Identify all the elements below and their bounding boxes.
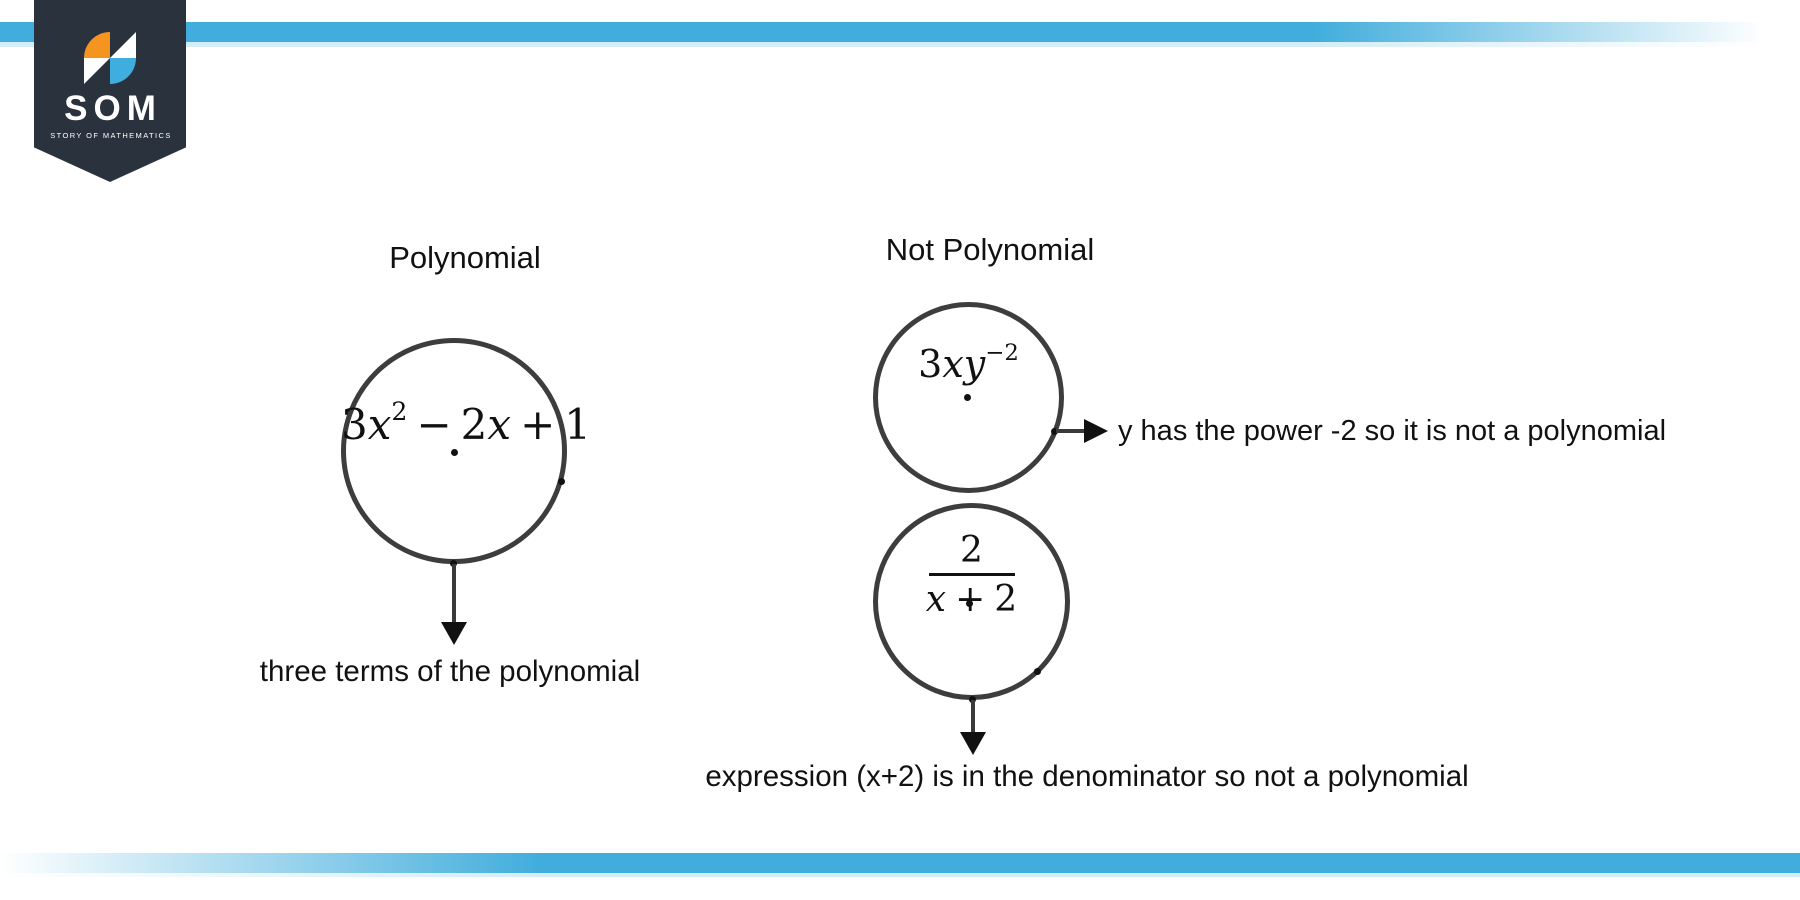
circle1-right-arrow-shaft bbox=[1056, 429, 1084, 433]
expr-var1: x bbox=[367, 400, 392, 449]
som-pinwheel-icon bbox=[84, 32, 136, 84]
fraction-den-const: 2 bbox=[994, 579, 1018, 621]
bottom-accent-bar-glow bbox=[0, 873, 1800, 877]
som-logo-tagline: STORY OF MATHEMATICS bbox=[50, 131, 172, 140]
polynomial-down-arrow-shaft bbox=[452, 564, 456, 622]
expr-power1: 2 bbox=[391, 397, 408, 427]
circle2-center-dot bbox=[966, 600, 973, 607]
not-polynomial-note-1: y has the power -2 so it is not a polyno… bbox=[1118, 415, 1667, 447]
fraction-bar bbox=[928, 573, 1015, 577]
circle2-edge-dot bbox=[1034, 668, 1041, 675]
bottom-accent-bar bbox=[0, 853, 1800, 873]
pinwheel-white-triangle-top bbox=[110, 32, 136, 58]
polynomial-arrow-start-dot bbox=[450, 560, 457, 567]
expr-plus: + bbox=[520, 400, 556, 449]
not-polynomial-expression-1: 3xy−2 bbox=[873, 339, 1064, 386]
circle1-edge-dot bbox=[1051, 428, 1058, 435]
pinwheel-blue-quarter bbox=[110, 58, 136, 84]
polynomial-heading: Polynomial bbox=[389, 240, 541, 275]
som-logo-badge: SOM STORY OF MATHEMATICS bbox=[34, 0, 186, 182]
expr-coef2: 2 bbox=[460, 400, 488, 449]
circle2-arrow-start-dot bbox=[969, 696, 976, 703]
fraction-den-op: + bbox=[946, 579, 994, 620]
not-polynomial-circle-1 bbox=[873, 302, 1064, 493]
expr1-vars: xy bbox=[942, 342, 986, 386]
not-polynomial-expression-2: 2 x+2 bbox=[873, 530, 1070, 622]
polynomial-circle-center-dot bbox=[451, 449, 458, 456]
fraction-denominator: x+2 bbox=[873, 578, 1070, 621]
pinwheel-orange-quarter bbox=[84, 32, 110, 58]
expr-var2: x bbox=[487, 400, 512, 449]
polynomial-down-arrowhead-icon bbox=[441, 622, 467, 645]
expr1-power: −2 bbox=[985, 339, 1019, 366]
som-logo-text: SOM bbox=[64, 89, 162, 128]
circle2-down-arrow-shaft bbox=[971, 700, 975, 732]
pinwheel-white-triangle-bottom bbox=[84, 58, 110, 84]
top-accent-bar bbox=[0, 22, 1800, 42]
top-accent-bar-glow bbox=[0, 42, 1800, 47]
polynomial-circle-edge-dot bbox=[558, 478, 565, 485]
polynomial-caption: three terms of the polynomial bbox=[259, 655, 641, 688]
expr-minus: − bbox=[416, 400, 452, 449]
not-polynomial-note-2: expression (x+2) is in the denominator s… bbox=[705, 760, 1469, 793]
circle1-center-dot bbox=[964, 394, 971, 401]
polynomial-expression: 3x2−2x+1 bbox=[341, 397, 591, 449]
circle1-right-arrowhead-icon bbox=[1084, 419, 1108, 443]
fraction-den-var: x bbox=[925, 579, 947, 621]
fraction-numerator: 2 bbox=[960, 530, 983, 571]
circle2-down-arrowhead-icon bbox=[960, 732, 986, 755]
expr1-coef: 3 bbox=[918, 342, 943, 386]
not-polynomial-heading: Not Polynomial bbox=[885, 232, 1095, 267]
expr-coef1: 3 bbox=[341, 400, 368, 449]
expr-const1: 1 bbox=[564, 400, 592, 449]
